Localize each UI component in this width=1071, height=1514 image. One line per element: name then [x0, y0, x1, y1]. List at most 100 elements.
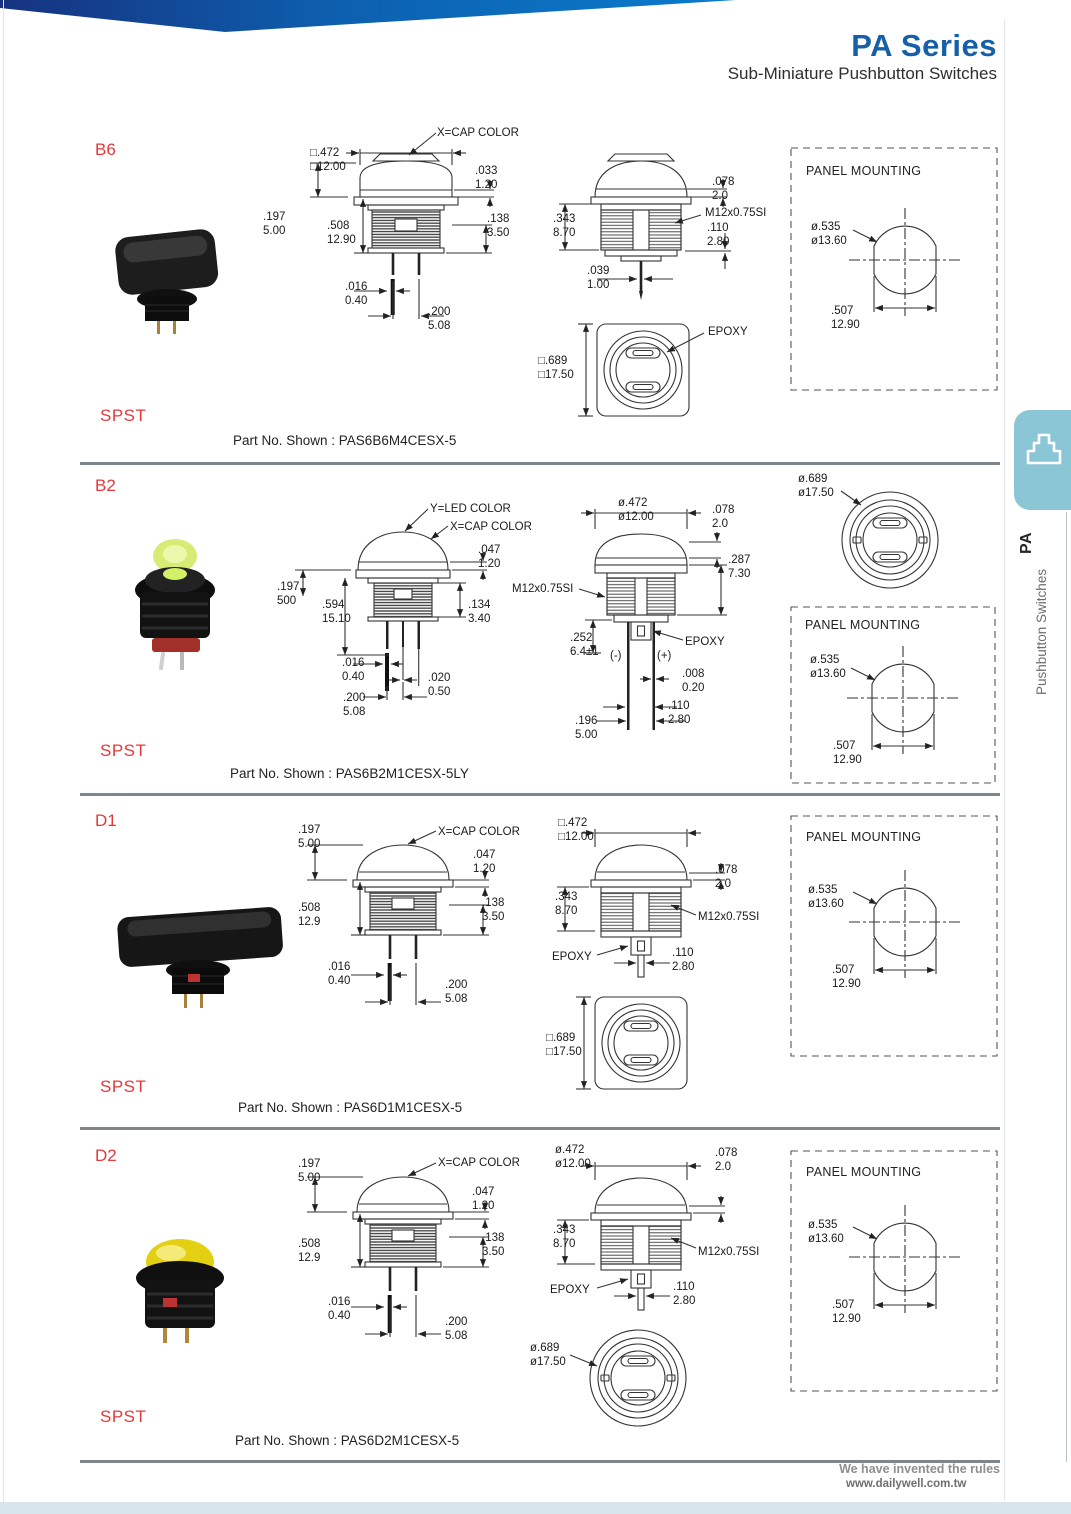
d1-type-label: SPST — [100, 1077, 147, 1096]
d2-dim-hole: ø.535 ø13.60 — [808, 1219, 844, 1246]
b6-dim-pin-w: .016 0.40 — [345, 281, 368, 308]
d2-dim-cap-h: .197 5.00 — [298, 1158, 321, 1185]
b2-dim-lip: .047 1.20 — [478, 544, 501, 571]
b2-cap-color-label: X=CAP COLOR — [450, 521, 532, 533]
b2-dim-body-h: .594 15.10 — [322, 599, 351, 626]
d2-dim-pin-sp: .200 5.08 — [445, 1316, 468, 1343]
section-label-d2: D2 — [95, 1146, 117, 1165]
b6-dim-thread-h: .343 8.70 — [553, 213, 576, 240]
b6-part-no: Part No. Shown : PAS6B6M4CESX-5 — [233, 433, 457, 448]
b6-product-photo — [115, 229, 219, 334]
d2-part-no: Part No. Shown : PAS6D2M1CESX-5 — [235, 1433, 460, 1448]
sidebar-category-tab — [1014, 410, 1071, 510]
b6-dim-tip: .110 2.80 — [707, 222, 730, 249]
sidebar-category-label: Pushbutton Switches — [1034, 568, 1049, 695]
b2-pos-label: (+) — [657, 650, 672, 662]
b6-dim-hole: ø.535 ø13.60 — [811, 221, 847, 248]
d1-dim-tip: .110 2.80 — [672, 947, 695, 974]
sidebar-divider-line — [1004, 20, 1005, 1500]
d1-dim-side-lip: .078 2.0 — [715, 864, 738, 891]
page-left-border — [3, 0, 4, 1514]
b2-dim-led-pin-w: .020 0.50 — [428, 672, 451, 699]
b2-dim-pin-sp: .200 5.08 — [343, 692, 366, 719]
d2-product-photo — [136, 1239, 224, 1343]
page-subtitle: Sub-Miniature Pushbutton Switches — [727, 64, 997, 83]
b2-dim-epoxy-h: .252 6.4±1 — [570, 632, 599, 659]
d1-dim-bottom-width: □.689 □17.50 — [546, 1032, 582, 1059]
d2-dim-collar: .138 3.50 — [482, 1232, 505, 1259]
divider-footer — [80, 1460, 1000, 1463]
pushbutton-icon — [1026, 433, 1062, 465]
b2-dim-hole: ø.535 ø13.60 — [810, 654, 846, 681]
d2-epoxy-label: EPOXY — [550, 1284, 590, 1296]
b6-dim-pin-sp: .200 5.08 — [428, 306, 451, 333]
sidebar-series-label: PA — [1018, 531, 1035, 554]
b6-dim-cap-h: .197 5.00 — [263, 211, 286, 238]
b6-dim-cap-width: □.472 □12.00 — [310, 147, 346, 174]
b6-type-label: SPST — [100, 406, 147, 425]
d2-dim-side-lip: .078 2.0 — [715, 1147, 738, 1174]
b6-epoxy-label: EPOXY — [708, 326, 748, 338]
b2-neg-label: (-) — [610, 650, 622, 662]
d1-dim-thread-h: .343 8.70 — [555, 891, 578, 918]
b2-dim-cap-width: ø.472 ø12.00 — [618, 497, 654, 524]
divider-d1-d2 — [80, 1127, 1000, 1130]
d1-panel-mounting-title: PANEL MOUNTING — [806, 830, 922, 844]
b6-cap-color-label: X=CAP COLOR — [437, 127, 519, 139]
b6-panel-mounting-title: PANEL MOUNTING — [806, 164, 922, 178]
d1-dim-pin-w: .016 0.40 — [328, 961, 351, 988]
page-title: PA Series — [851, 28, 997, 63]
b2-dim-collar: .134 3.40 — [468, 599, 491, 626]
d2-thread-label: M12x0.75SI — [698, 1246, 760, 1258]
b2-thread-label: M12x0.75SI — [512, 583, 574, 595]
b2-dim-pin-w: .016 0.40 — [342, 657, 365, 684]
d1-dim-hole: ø.535 ø13.60 — [808, 884, 844, 911]
d2-dim-thread-h: .343 8.70 — [553, 1224, 576, 1251]
section-label-b6: B6 — [95, 140, 116, 159]
d2-type-label: SPST — [100, 1407, 147, 1426]
b2-dim-pin-t: .008 0.20 — [682, 668, 705, 695]
d1-epoxy-label: EPOXY — [552, 951, 592, 963]
b2-dim-cap-h: .197 500 — [277, 581, 300, 608]
d2-dim-lip: .047 1.20 — [472, 1186, 495, 1213]
footer-band — [0, 1502, 1071, 1514]
b6-dim-side-pin-w: .039 1.00 — [587, 265, 610, 292]
d2-dim-pin-w: .016 0.40 — [328, 1296, 351, 1323]
footer-slogan: We have invented the rules — [839, 1462, 1000, 1476]
b2-part-no: Part No. Shown : PAS6B2M1CESX-5LY — [230, 766, 469, 781]
b2-panel-mounting-title: PANEL MOUNTING — [805, 618, 921, 632]
d2-panel-mounting-title: PANEL MOUNTING — [806, 1165, 922, 1179]
b2-dim-tip: .110 2.80 — [668, 700, 691, 727]
d2-dim-bottom-width: ø.689 ø17.50 — [530, 1342, 566, 1369]
d1-product-photo — [117, 907, 283, 1008]
b2-led-color-label: Y=LED COLOR — [430, 503, 511, 515]
b2-epoxy-label: EPOXY — [685, 636, 725, 648]
d1-dim-cap-width: □.472 □12.00 — [558, 817, 594, 844]
d1-thread-label: M12x0.75SI — [698, 911, 760, 923]
footer-website: www.dailywell.com.tw — [846, 1478, 967, 1490]
b2-dim-bush-h: .287 7.30 — [728, 554, 751, 581]
b2-product-photo — [135, 539, 215, 671]
b6-dim-bottom-width: □.689 □17.50 — [538, 355, 574, 382]
b2-dim-side-lip: .078 2.0 — [712, 504, 735, 531]
d1-part-no: Part No. Shown : PAS6D1M1CESX-5 — [238, 1100, 463, 1115]
section-label-b2: B2 — [95, 476, 116, 495]
d2-dim-cap-width: ø.472 ø12.00 — [555, 1144, 591, 1171]
d1-dim-cap-h: .197 5.00 — [298, 824, 321, 851]
d2-dim-body-h: .508 12.9 — [298, 1238, 321, 1265]
d2-dim-tip: .110 2.80 — [673, 1281, 696, 1308]
b2-dim-pin-sp2: .196 5.00 — [575, 715, 598, 742]
d1-dim-flat: .507 12.90 — [832, 964, 861, 991]
d1-dim-pin-sp: .200 5.08 — [445, 979, 468, 1006]
d1-cap-color-label: X=CAP COLOR — [438, 826, 520, 838]
b6-thread-label: M12x0.75SI — [705, 207, 767, 219]
d2-dim-flat: .507 12.90 — [832, 1299, 861, 1326]
b2-type-label: SPST — [100, 741, 147, 760]
b6-dim-collar: .138 3.50 — [487, 213, 510, 240]
divider-b6-b2 — [80, 462, 1000, 465]
b2-dim-bottom-width: ø.689 ø17.50 — [798, 473, 834, 500]
d2-cap-color-label: X=CAP COLOR — [438, 1157, 520, 1169]
section-label-d1: D1 — [95, 811, 117, 830]
